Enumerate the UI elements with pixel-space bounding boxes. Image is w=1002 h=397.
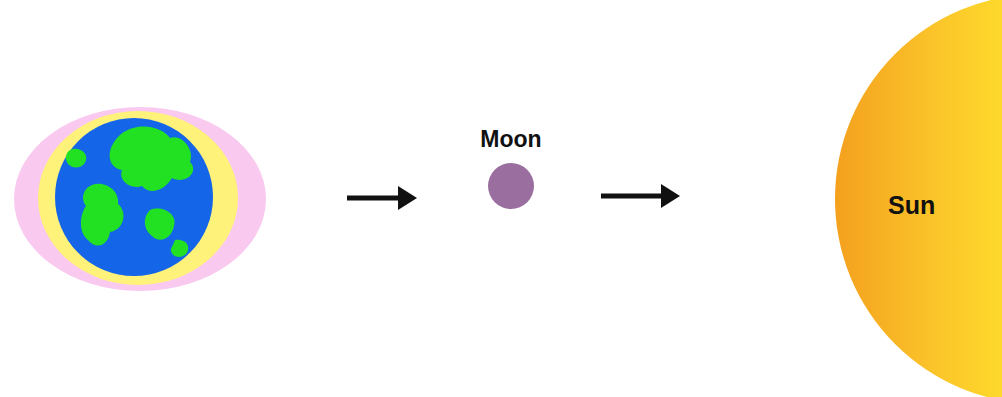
earth-globe <box>55 118 213 276</box>
continent <box>81 184 124 246</box>
continent <box>66 149 86 168</box>
arrow-connector <box>601 184 680 208</box>
sun-body: Sun <box>835 0 1002 397</box>
continent <box>110 127 194 191</box>
tidal-bulge-outer <box>14 107 266 291</box>
arrow-head <box>398 186 417 210</box>
continent <box>145 209 175 240</box>
continent <box>171 240 188 257</box>
tidal-bulge-inner <box>38 111 238 285</box>
body-label: Moon <box>476 126 546 153</box>
moon-disc <box>488 163 534 209</box>
moon-body: Moon <box>476 126 546 209</box>
body-label: Sun <box>888 191 935 220</box>
arrow-line <box>347 196 402 201</box>
